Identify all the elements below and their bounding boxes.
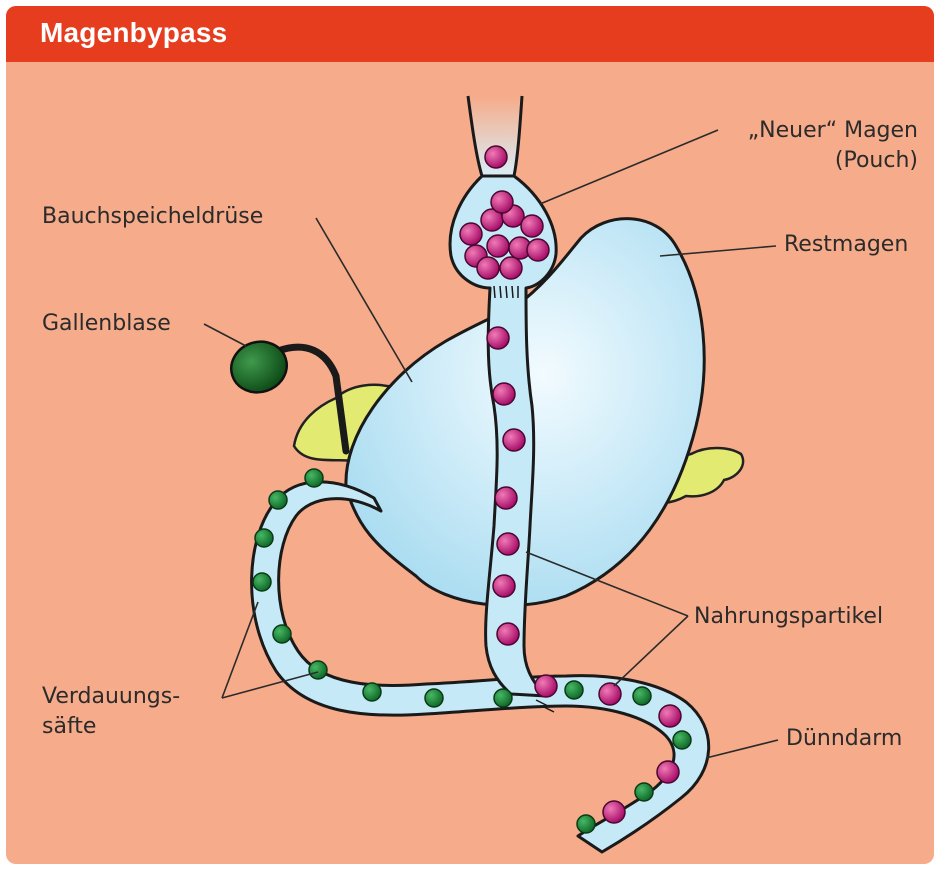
label-juices-line2: säfte xyxy=(42,712,180,742)
label-pancreas: Bauchspeicheldrüse xyxy=(42,202,263,232)
label-small-intestine: Dünndarm xyxy=(786,724,902,754)
label-pouch-line1: „Neuer“ Magen xyxy=(686,116,918,146)
label-restmagen: Restmagen xyxy=(784,230,908,260)
diagram-panel: Magenbypass xyxy=(6,6,934,864)
label-gallbladder: Gallenblase xyxy=(42,309,171,339)
label-new-stomach-pouch: „Neuer“ Magen (Pouch) xyxy=(686,116,918,176)
label-food-particles: Nahrungspartikel xyxy=(694,602,883,632)
label-pouch-line2: (Pouch) xyxy=(686,146,918,176)
label-juices-line1: Verdauungs- xyxy=(42,682,180,712)
label-digestive-juices: Verdauungs- säfte xyxy=(42,682,180,742)
